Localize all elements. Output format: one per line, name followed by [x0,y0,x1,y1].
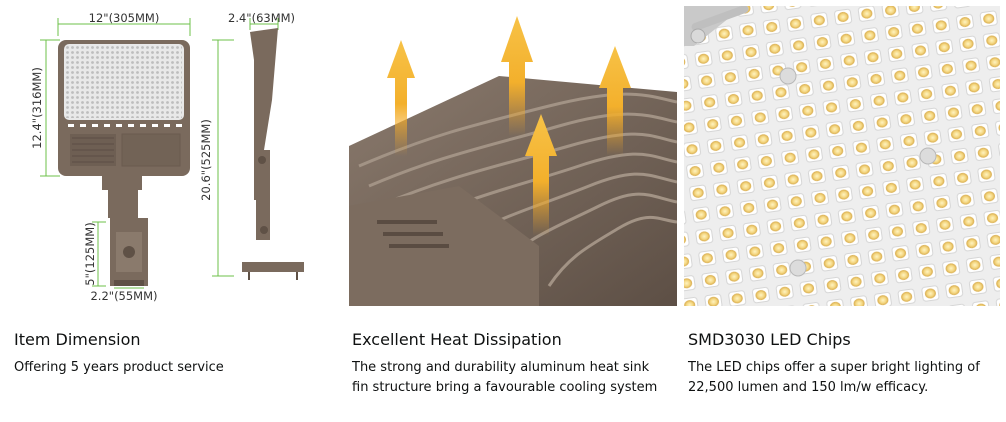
total-height-label: 20.6"(525MM) [199,119,213,201]
heat-sink-svg [349,6,678,306]
feature-title: Item Dimension [14,330,141,349]
heat-arrows [387,16,631,236]
screw-icon [919,147,937,165]
led-chips-svg [684,5,1000,306]
feature-title: Excellent Heat Dissipation [352,330,562,349]
screw-icon [779,67,797,85]
bracket-height-label: 5"(125MM) [83,222,97,285]
feature-description: Offering 5 years product service [14,360,224,375]
description-line: The strong and durability aluminum heat … [352,360,650,375]
height-label: 12.4"(316MM) [30,67,44,149]
heat-arrow-icon [525,114,557,236]
dimension-drawing-image: 12"(305MM) 12.4"(316MM) [10,0,330,306]
width-label: 12"(305MM) [89,11,160,25]
screw-icon [789,259,807,277]
heat-sink-image [349,6,679,312]
dimension-drawing-svg: 12"(305MM) 12.4"(316MM) [30,11,304,303]
bracket-width-label: 2.2"(55MM) [90,289,157,303]
feature-card-dimension: 12"(305MM) 12.4"(316MM) [10,0,330,375]
feature-description: The LED chips offer a super bright light… [688,358,1000,397]
feature-description: The strong and durability aluminum heat … [352,358,676,397]
led-chips-image [684,5,1002,312]
feature-title: SMD3030 LED Chips [688,330,851,349]
heat-arrow-icon [599,46,631,156]
heat-arrow-icon [501,16,533,136]
description-line: fin structure bring a favourable cooling… [352,379,658,395]
description-line: 22,500 lumen and 150 lm/w efficacy. [688,379,929,395]
description-line: The LED chips offer a super bright light… [688,360,980,375]
heat-arrow-icon [387,40,415,156]
depth-label: 2.4"(63MM) [228,11,295,25]
feature-card-led: SMD3030 LED Chips The LED chips offer a … [682,0,1000,395]
feature-card-heat: Excellent Heat Dissipation The strong an… [346,0,678,395]
